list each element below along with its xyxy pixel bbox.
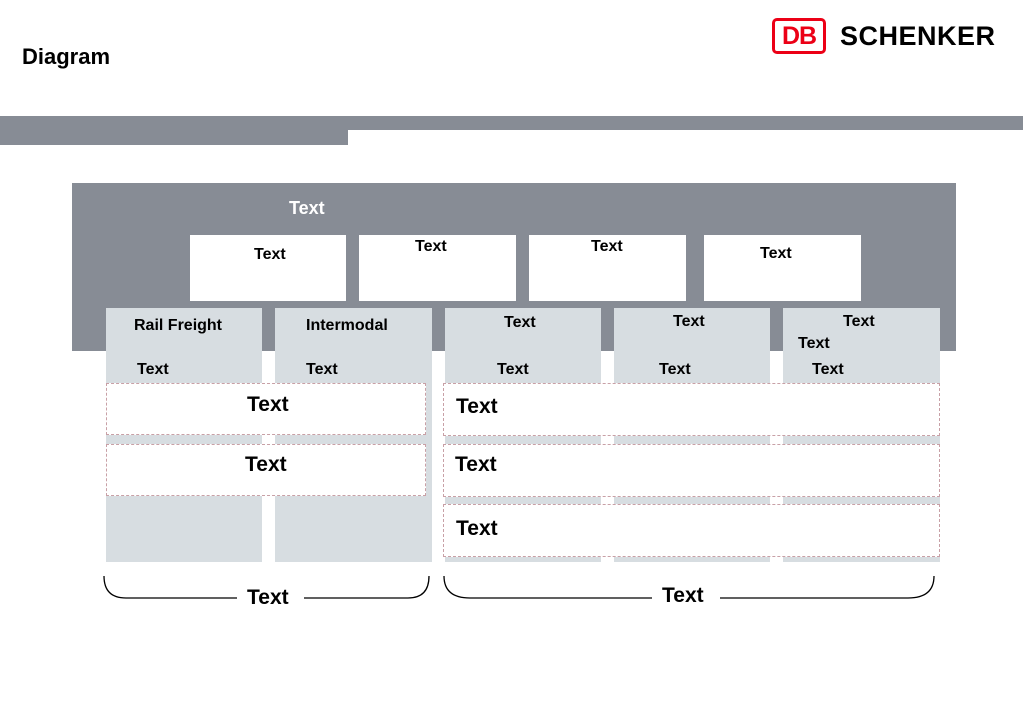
brand-name: SCHENKER [840,20,996,51]
right-row-1-label: Text [456,395,498,418]
column-rail-freight [106,308,262,562]
column-4-sub: Text [659,361,691,378]
column-1-title: Rail Freight [134,317,223,334]
top-box-2 [359,235,516,301]
column-1-sub: Text [137,361,169,378]
column-5-sub: Text [812,361,844,378]
column-3-title: Text [504,314,536,331]
left-row-2 [106,444,426,496]
column-2-title: Intermodal [306,317,388,334]
column-3-sub: Text [497,361,529,378]
brace-left-label: Text [247,586,289,609]
top-box-3-label: Text [591,238,623,255]
top-box-1 [190,235,346,301]
right-row-2-label: Text [455,453,497,476]
right-row-3-label: Text [456,517,498,540]
top-box-4-label: Text [760,245,792,262]
header-bar-thick [0,116,348,145]
column-5-title-2: Text [798,335,830,352]
column-5-title: Text [843,313,875,330]
left-row-1 [106,383,426,435]
column-intermodal [275,308,432,562]
db-logo-icon: DB [772,18,826,54]
page-title: Diagram [22,44,111,69]
column-2-sub: Text [306,361,338,378]
top-panel-label: Text [289,198,325,218]
top-box-1-label: Text [254,246,286,263]
top-box-3 [529,235,686,301]
right-row-2 [443,444,940,497]
column-4-title: Text [673,313,705,330]
brace-left [103,575,430,599]
right-row-1 [443,383,940,436]
right-row-3 [443,504,940,557]
brace-right [443,575,935,599]
left-row-1-label: Text [247,393,289,416]
top-box-2-label: Text [415,238,447,255]
top-box-4 [704,235,861,301]
left-row-2-label: Text [245,453,287,476]
db-schenker-logo: DB SCHENKER [772,18,996,54]
brace-right-label: Text [662,584,704,607]
header-bar-thin [348,116,1023,130]
